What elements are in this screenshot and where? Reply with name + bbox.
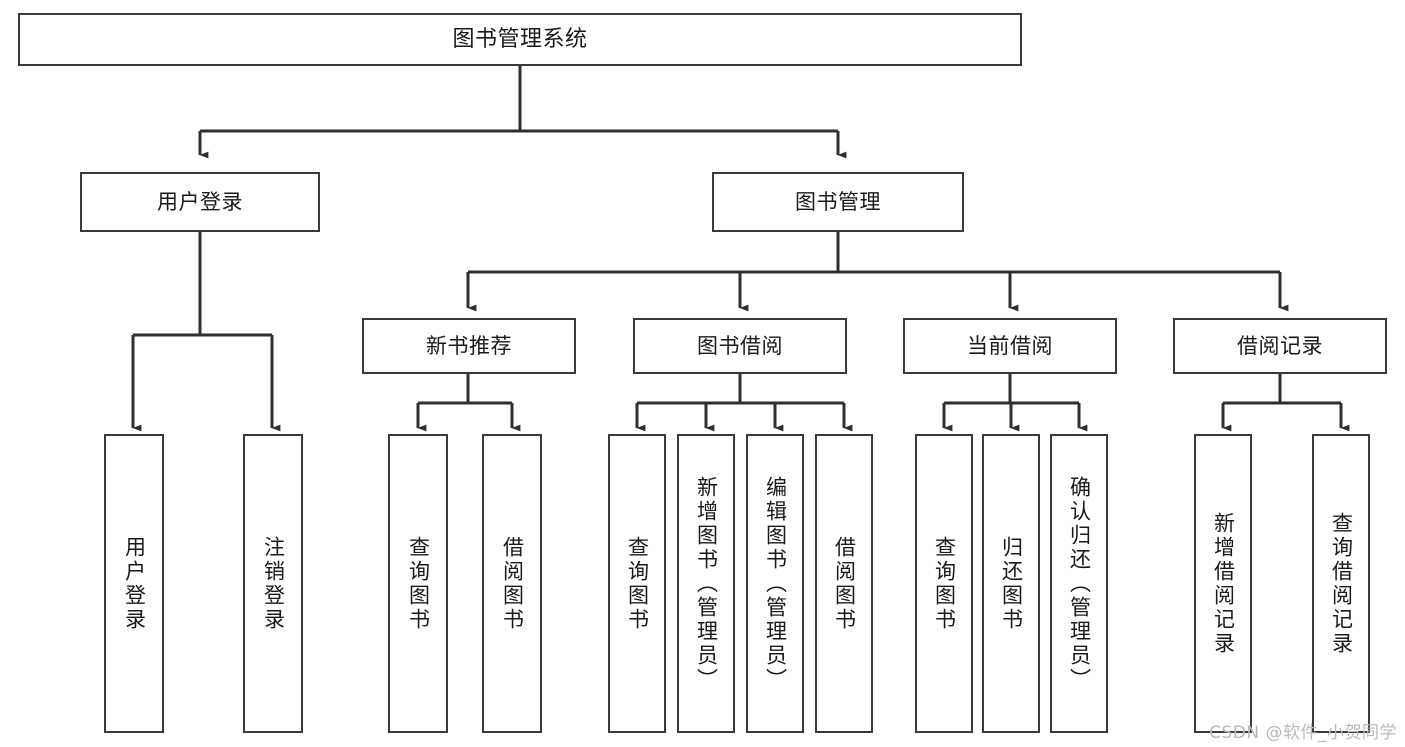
node-label: 新增借阅记录 [1211, 511, 1236, 656]
node-label: 注销登录 [261, 535, 286, 632]
node-label: 查询图书 [932, 535, 957, 632]
node-root-book-management-system[interactable]: 图书管理系统 [18, 13, 1022, 66]
node-label: 新书推荐 [426, 333, 512, 358]
node-label: 图书管理 [795, 189, 881, 214]
node-label: 借阅图书 [832, 535, 857, 632]
node-leaf-confirm-return-admin[interactable]: 确认归还（管理员） [1050, 434, 1108, 733]
node-user-login[interactable]: 用户登录 [80, 172, 320, 232]
node-leaf-edit-book-admin[interactable]: 编辑图书（管理员） [746, 434, 804, 733]
node-label: 图书借阅 [697, 333, 783, 358]
node-label: 图书管理系统 [452, 26, 588, 52]
node-label: 编辑图书（管理员） [763, 475, 788, 692]
node-label: 查询借阅记录 [1329, 511, 1354, 656]
node-leaf-borrow-book-recommend[interactable]: 借阅图书 [482, 434, 542, 733]
node-label: 新增图书（管理员） [694, 475, 719, 692]
node-label: 借阅图书 [500, 535, 525, 632]
node-leaf-query-book-current[interactable]: 查询图书 [915, 434, 973, 733]
node-book-borrow[interactable]: 图书借阅 [633, 318, 847, 374]
node-label: 用户登录 [122, 535, 147, 632]
node-label: 查询图书 [406, 535, 431, 632]
node-current-borrow[interactable]: 当前借阅 [903, 318, 1117, 374]
node-leaf-user-login[interactable]: 用户登录 [104, 434, 164, 733]
node-leaf-logout-login[interactable]: 注销登录 [243, 434, 303, 733]
node-label: 查询图书 [625, 535, 650, 632]
node-leaf-add-borrow-record[interactable]: 新增借阅记录 [1194, 434, 1252, 733]
node-leaf-query-book-borrow[interactable]: 查询图书 [608, 434, 666, 733]
node-leaf-query-borrow-record[interactable]: 查询借阅记录 [1312, 434, 1370, 733]
node-label: 当前借阅 [967, 333, 1053, 358]
node-new-book-recommend[interactable]: 新书推荐 [362, 318, 576, 374]
node-leaf-return-book[interactable]: 归还图书 [982, 434, 1040, 733]
node-label: 用户登录 [157, 189, 243, 214]
node-label: 借阅记录 [1237, 333, 1323, 358]
node-borrow-record[interactable]: 借阅记录 [1173, 318, 1387, 374]
node-leaf-borrow-book[interactable]: 借阅图书 [815, 434, 873, 733]
node-label: 确认归还（管理员） [1067, 475, 1092, 692]
node-leaf-add-book-admin[interactable]: 新增图书（管理员） [677, 434, 735, 733]
node-book-management[interactable]: 图书管理 [712, 172, 964, 232]
node-leaf-query-book-recommend[interactable]: 查询图书 [388, 434, 448, 733]
node-label: 归还图书 [999, 535, 1024, 632]
